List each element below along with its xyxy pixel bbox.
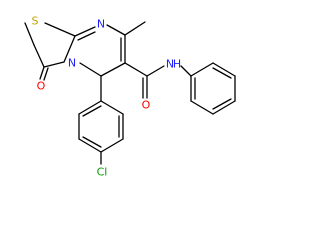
- bond-s-ch2: [24, 22, 35, 46]
- bond-ar-inner-2: [82, 136, 102, 148]
- bond-c6-c5: [100, 62, 126, 77]
- bond-ph-inner-1: [212, 67, 232, 79]
- bond-ar-3: [100, 138, 124, 153]
- amide-hydrogen-label: H: [173, 58, 181, 71]
- bond-c7-methyl: [124, 21, 146, 36]
- sulfur-label: S: [32, 15, 39, 28]
- ring-nitrogen-top-label: N: [97, 18, 105, 31]
- bond-ph-2: [212, 62, 236, 77]
- amide-oxygen-label: O: [142, 99, 151, 112]
- bond-ph-inner-2: [212, 98, 232, 110]
- bond-c5-n4: [79, 62, 102, 77]
- bond-ar-6: [78, 100, 102, 115]
- bond-c8a-n8-double-b: [77, 31, 96, 41]
- bond-camide-nh: [146, 65, 165, 77]
- bond-c8a-n8-double-a: [74, 26, 96, 37]
- bond-c6-camide: [124, 62, 148, 77]
- ring-carbonyl-oxygen-label: O: [37, 80, 46, 93]
- bond-ph-5: [190, 100, 214, 115]
- chlorine-label: Cl: [97, 166, 108, 179]
- bond-c8a-s: [44, 22, 76, 37]
- bond-c3-n4: [43, 61, 65, 68]
- atom-labels: S N N O O N H Cl: [32, 15, 182, 179]
- bond-ph-4: [212, 100, 236, 115]
- amide-nitrogen-label: N: [166, 58, 174, 71]
- bond-nh-ph: [180, 65, 192, 77]
- chemical-structure-diagram: S N N O O N H Cl: [24, 15, 236, 179]
- bond-ar-inner-3: [82, 105, 102, 117]
- bond-c3-o-2: [43, 67, 49, 81]
- bond-ar-4: [78, 138, 102, 153]
- bond-c3-o-1: [39, 66, 45, 80]
- bond-ph-1: [190, 62, 214, 77]
- ring-nitrogen-bridge-label: N: [68, 57, 76, 70]
- bond-lines: [24, 21, 236, 165]
- bond-ch2-c3: [33, 44, 45, 68]
- bond-n8-c7: [106, 24, 126, 36]
- bond-ar-1: [100, 100, 124, 115]
- bond-n4-c8a: [63, 35, 76, 63]
